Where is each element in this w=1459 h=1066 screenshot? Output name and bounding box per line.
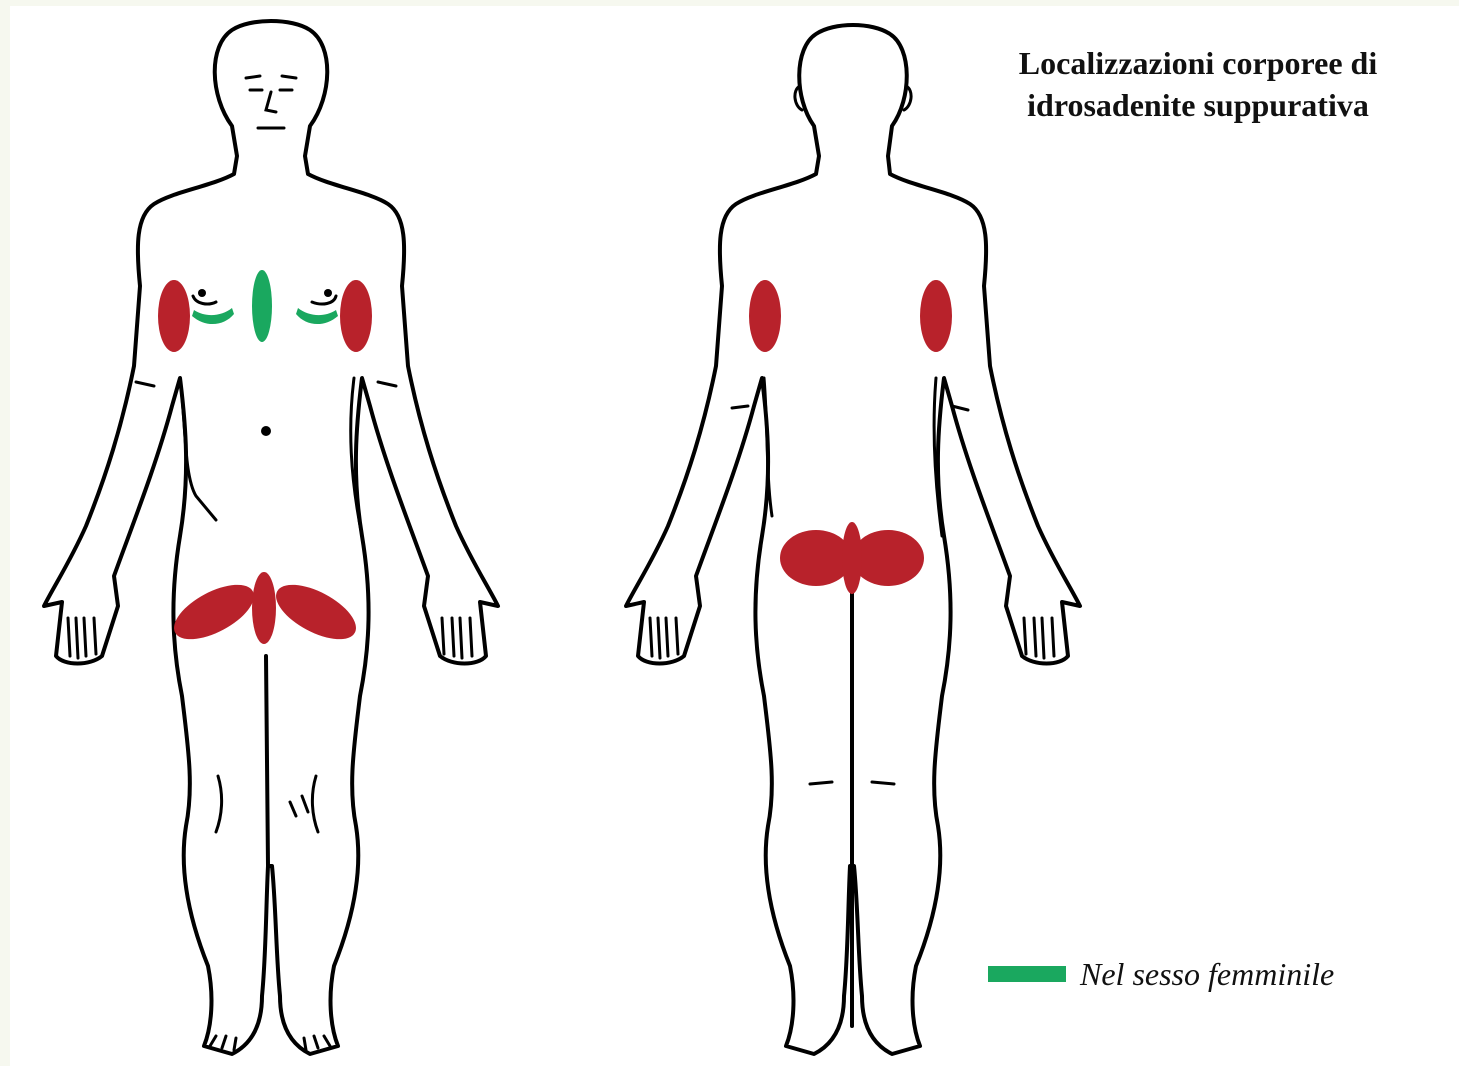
front-toes: [210, 1036, 330, 1050]
front-perineum-region: [252, 572, 276, 644]
front-groin-left-region: [166, 574, 262, 651]
front-body-figure: [44, 21, 498, 1054]
front-legs-divider: [266, 656, 268, 866]
legend-swatch-green: [988, 966, 1066, 982]
front-chest-line-left: [193, 296, 216, 304]
title-line-2: idrosadenite suppurativa: [978, 84, 1418, 126]
front-sternum-female-region: [252, 270, 272, 342]
back-axilla-left-region: [749, 280, 781, 352]
front-elbow-lines: [136, 382, 396, 386]
legend-label: Nel sesso femminile: [1080, 956, 1334, 993]
front-nose: [266, 92, 276, 112]
back-buttock-left-region: [780, 530, 852, 586]
body-diagram: [10, 6, 1459, 1066]
front-inframammary-left-female-region: [192, 308, 234, 324]
front-fingers-right: [442, 618, 472, 658]
front-body-outline: [44, 21, 498, 1054]
front-chest-line-right: [312, 296, 336, 304]
front-knee-marks: [290, 796, 308, 816]
back-buttock-right-region: [852, 530, 924, 586]
front-navel: [261, 426, 271, 436]
front-fingers-left: [68, 618, 96, 658]
diagram-canvas: Localizzazioni corporee di idrosadenite …: [10, 6, 1459, 1066]
title-line-1: Localizzazioni corporee di: [978, 42, 1418, 84]
diagram-title: Localizzazioni corporee di idrosadenite …: [978, 42, 1418, 126]
back-body-figure: [626, 25, 1080, 1054]
front-groin-right-region: [268, 574, 364, 651]
back-intergluteal-region: [842, 522, 862, 594]
back-ears: [795, 86, 911, 110]
back-axilla-right-region: [920, 280, 952, 352]
back-fingers-right: [1024, 618, 1054, 658]
front-nipple-left: [198, 289, 206, 297]
legend: Nel sesso femminile: [988, 954, 1334, 994]
front-eyebrows: [246, 76, 296, 78]
front-inframammary-right-female-region: [296, 308, 338, 324]
front-nipple-right: [324, 289, 332, 297]
front-axilla-left-region: [158, 280, 190, 352]
back-fingers-left: [650, 618, 678, 658]
front-axilla-right-region: [340, 280, 372, 352]
